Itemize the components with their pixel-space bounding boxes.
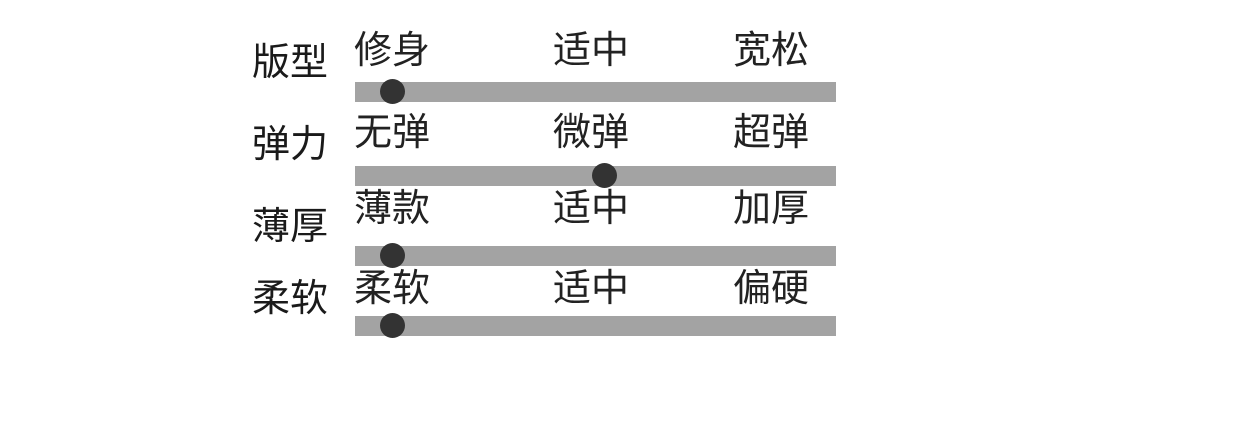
- scale-label-mid: 适中: [553, 266, 630, 310]
- scale-label-low: 薄款: [354, 186, 431, 230]
- rating-knob: [380, 79, 405, 104]
- attribute-row-thickness: 薄厚 薄款 适中 加厚: [0, 186, 900, 268]
- scale-label-mid: 适中: [553, 28, 630, 72]
- scale-label-high: 加厚: [733, 186, 810, 230]
- rating-knob: [591, 163, 617, 188]
- scale-label-high: 宽松: [733, 28, 810, 72]
- rating-track: [355, 243, 836, 268]
- attribute-name: 弹力: [252, 122, 329, 166]
- scale-label-low: 柔软: [354, 266, 431, 310]
- scale-label-mid: 微弹: [553, 110, 630, 154]
- rating-track: [355, 313, 836, 338]
- rating-track: [355, 79, 836, 104]
- scale-label-low: 修身: [354, 28, 431, 72]
- attribute-row-fit: 版型 修身 适中 宽松: [0, 28, 900, 108]
- rating-knob: [380, 243, 405, 268]
- attribute-name: 薄厚: [252, 204, 329, 248]
- scale-label-high: 偏硬: [733, 266, 810, 310]
- scale-label-high: 超弹: [733, 110, 810, 154]
- rating-knob: [380, 313, 405, 338]
- attribute-row-softness: 柔软 柔软 适中 偏硬: [0, 266, 900, 346]
- scale-label-low: 无弹: [354, 110, 431, 154]
- scale-label-mid: 适中: [553, 186, 630, 230]
- attribute-name: 版型: [252, 40, 329, 84]
- attribute-name: 柔软: [252, 276, 329, 320]
- rating-track: [355, 163, 836, 188]
- attribute-row-elasticity: 弹力 无弹 微弹 超弹: [0, 110, 900, 190]
